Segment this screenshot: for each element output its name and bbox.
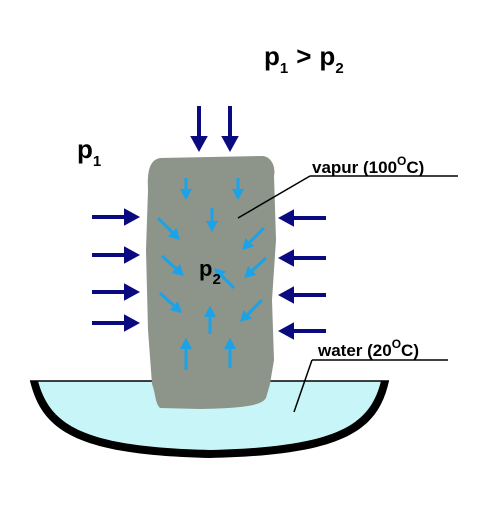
vapor-leader-line <box>237 175 311 219</box>
outer-arrow-left <box>92 246 140 264</box>
outer-arrow-right <box>278 249 326 267</box>
inner-arrow-diagonal <box>240 298 264 322</box>
inner-arrow-diagonal <box>244 256 268 278</box>
water-body <box>38 381 381 450</box>
water-label: water (20OC) <box>317 337 419 360</box>
outer-arrow-left <box>92 314 140 332</box>
inner-arrow-down <box>179 178 193 200</box>
inner-pressure-label: p2 <box>199 256 221 288</box>
outer-arrow-right <box>278 322 326 340</box>
outer-pressure-arrows <box>92 106 326 340</box>
inner-arrow-down <box>231 178 245 200</box>
outer-arrow-right <box>278 286 326 304</box>
water-basin <box>30 380 389 458</box>
inner-arrow-diagonal <box>214 268 236 290</box>
outer-arrow-top <box>190 106 208 152</box>
inner-arrow-down <box>205 208 219 232</box>
water-leader-line <box>293 359 313 413</box>
pressure-comparison: p1>p2 <box>264 41 344 77</box>
inner-arrow-up <box>179 338 193 370</box>
inner-arrow-diagonal <box>160 254 184 276</box>
headline-p2: p <box>319 41 335 71</box>
headline-sub2: 2 <box>335 60 343 77</box>
headline-gt: > <box>296 41 311 71</box>
vapor-column <box>146 156 276 409</box>
outer-arrow-left <box>92 283 140 301</box>
outer-arrow-right <box>278 209 326 227</box>
inner-arrow-diagonal <box>158 291 182 313</box>
outer-arrow-left <box>92 208 140 226</box>
headline-p: p <box>264 41 280 71</box>
inner-arrow-up <box>203 306 217 334</box>
inner-arrow-up <box>223 338 237 368</box>
headline-sub1: 1 <box>280 60 288 77</box>
inner-pressure-arrows <box>156 178 268 370</box>
inner-arrow-diagonal <box>156 216 180 240</box>
outer-arrow-top <box>221 106 239 152</box>
outer-pressure-label: p1 <box>77 134 101 170</box>
inner-arrow-diagonal <box>242 226 266 250</box>
vapor-label: vapur (100OC) <box>312 154 424 177</box>
